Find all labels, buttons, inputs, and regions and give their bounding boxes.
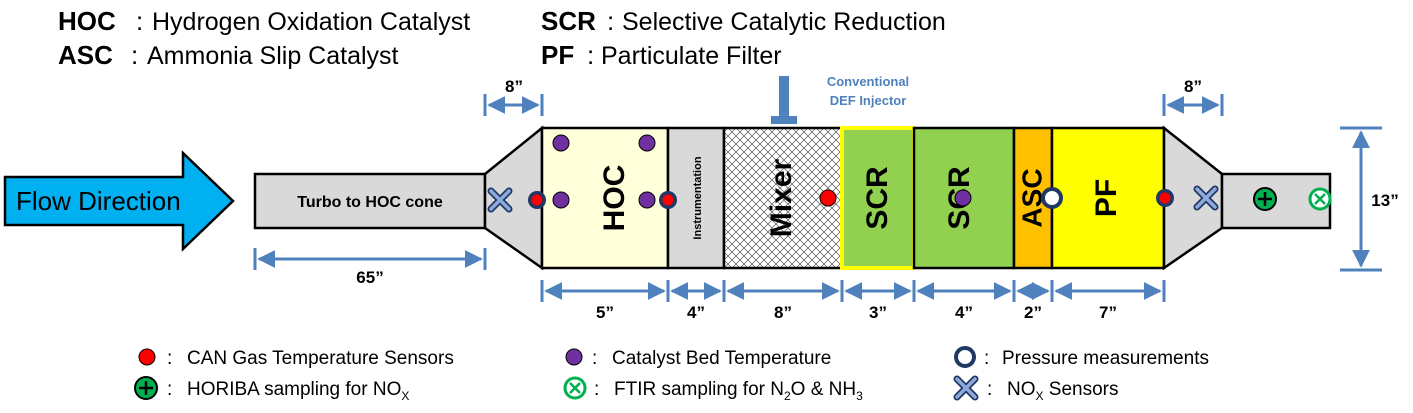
mixer-label: Mixer	[765, 158, 798, 237]
nox-sensor-outlet	[1193, 185, 1219, 211]
dim-hoc-label: 5”	[596, 303, 614, 322]
def-sep-scr: :	[607, 6, 614, 36]
legend-catalyst-bed-icon	[565, 348, 583, 366]
def-text-scr: Selective Catalytic Reduction	[622, 8, 946, 36]
legend-can-gas-sep: :	[167, 348, 172, 369]
dimension-labels: 8” 8” 65” 5” 4” 8” 3” 4” 2” 7” 13”	[356, 77, 1398, 322]
can-gas-sensor	[819, 189, 837, 207]
legend-ftir-sep: :	[594, 379, 599, 400]
nox-sensor-inlet	[487, 187, 513, 213]
pressure-sensor	[1041, 187, 1063, 209]
dim-scr2-label: 4”	[955, 303, 973, 322]
flow-direction-arrow: Flow Direction	[3, 150, 235, 252]
injector-label-line1: Conventional	[827, 74, 909, 89]
legend-horiba-icon	[134, 376, 158, 400]
def-sep-asc: :	[131, 40, 138, 70]
definitions: HOC : Hydrogen Oxidation Catalyst ASC : …	[58, 6, 946, 70]
def-abbr-scr: SCR	[541, 6, 596, 36]
ftir-sampling-point	[1308, 187, 1332, 211]
dim-diameter-label: 13”	[1371, 191, 1398, 210]
legend-horiba-sep: :	[167, 379, 172, 400]
def-sep-pf: :	[587, 40, 594, 70]
can-gas-sensor	[1159, 192, 1171, 204]
dim-instrumentation-label: 4”	[687, 303, 705, 322]
legend-horiba-text: HORIBA sampling for NOX	[187, 379, 409, 403]
dim-scr1-label: 3”	[869, 303, 887, 322]
catalyst-bed-sensor	[552, 134, 570, 152]
dim-inlet-cone-label: 8”	[505, 77, 523, 96]
catalyst-bed-sensor	[954, 189, 972, 207]
def-abbr-hoc: HOC	[58, 6, 116, 36]
legend-can-gas-icon	[138, 348, 156, 366]
dim-asc-label: 2”	[1024, 303, 1042, 322]
legend-nox-sep: :	[987, 379, 992, 400]
def-injector: Conventional DEF Injector	[771, 74, 909, 124]
catalyst-bed-sensor	[638, 191, 656, 209]
legend-pressure-text: Pressure measurements	[1002, 348, 1209, 369]
def-text-hoc: Hydrogen Oxidation Catalyst	[152, 8, 470, 36]
legend-nox-text: NOX Sensors	[1007, 379, 1119, 403]
legend: : CAN Gas Temperature Sensors : Catalyst…	[134, 346, 1209, 403]
dim-outlet-cone-label: 8”	[1184, 77, 1202, 96]
legend-nox-icon	[953, 375, 979, 401]
catalyst-bed-sensor	[638, 134, 656, 152]
injector-stem	[779, 76, 789, 116]
flow-direction-label: Flow Direction	[16, 186, 181, 216]
def-abbr-asc: ASC	[58, 40, 113, 70]
def-sep-hoc: :	[136, 6, 143, 36]
flow-arrow-shape	[3, 150, 235, 252]
def-text-pf: Particulate Filter	[601, 42, 782, 70]
can-gas-sensor	[662, 194, 674, 206]
injector-label-line2: DEF Injector	[830, 93, 907, 108]
sensors	[487, 134, 1332, 213]
scr1-label: SCR	[861, 166, 894, 230]
turbo-label: Turbo to HOC cone	[297, 194, 443, 211]
legend-pressure-sep: :	[984, 348, 989, 369]
legend-ftir-icon	[563, 376, 587, 400]
dimensions	[253, 94, 1382, 302]
dim-turbo-label: 65”	[356, 268, 383, 287]
hoc-label: HOC	[598, 165, 631, 232]
legend-catalyst-bed-text: Catalyst Bed Temperature	[612, 348, 831, 369]
dim-mixer-label: 8”	[774, 303, 792, 322]
legend-catalyst-bed-sep: :	[592, 348, 597, 369]
instrumentation-label: Instrumentation	[692, 156, 704, 239]
legend-can-gas-text: CAN Gas Temperature Sensors	[187, 348, 454, 369]
pf-label: PF	[1090, 179, 1123, 217]
horiba-sampling-point	[1253, 187, 1277, 211]
legend-ftir-text: FTIR sampling for N2O & NH3	[614, 379, 863, 403]
def-abbr-pf: PF	[541, 40, 574, 70]
dim-pf-label: 7”	[1099, 303, 1117, 322]
injector-base	[771, 116, 797, 124]
catalyst-bed-sensor	[552, 191, 570, 209]
legend-pressure-icon	[954, 346, 976, 368]
can-gas-sensor	[531, 194, 543, 206]
def-text-asc: Ammonia Slip Catalyst	[147, 42, 399, 70]
